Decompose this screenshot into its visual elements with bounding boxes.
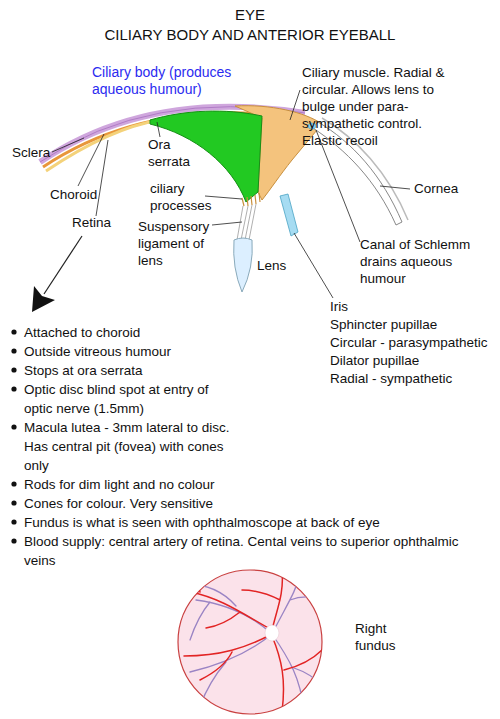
bullet-dot — [11, 519, 16, 524]
leader-line — [294, 233, 333, 298]
arrow-head — [32, 286, 55, 312]
bullet-dot — [11, 329, 16, 334]
title-text: EYE — [0, 6, 500, 23]
bullet-note: Attached to choroid — [24, 323, 140, 342]
leader-line — [96, 140, 108, 216]
bullet-dot — [11, 348, 16, 353]
lens-shape — [234, 238, 253, 292]
leader-line — [290, 90, 300, 120]
part-label: Iris — [330, 298, 348, 315]
part-label: Retina — [72, 214, 111, 231]
ciliary-processes — [242, 193, 260, 206]
bullet-dot — [11, 500, 16, 505]
bullet-note: Rods for dim light and no colour — [24, 475, 215, 494]
part-label: Sclera — [12, 144, 50, 161]
bullet-dot — [11, 481, 16, 486]
subtitle-text: CILIARY BODY AND ANTERIOR EYEBALL — [0, 26, 500, 43]
fundus-arteries — [184, 568, 322, 712]
part-note: Ciliary muscle. Radial & circular. Allow… — [302, 64, 462, 149]
part-note: Radial - sympathetic — [330, 370, 452, 387]
part-label: ciliary processes — [150, 180, 220, 214]
part-label: Suspensory ligament of lens — [138, 218, 228, 269]
fundus-label: Right fundus — [355, 620, 415, 654]
bullet-note: Cones for colour. Very sensitive — [24, 494, 213, 513]
bullet-note: Stops at ora serrata — [24, 361, 143, 380]
bullet-note: Macula lutea - 3mm lateral to disc. Has … — [24, 418, 239, 475]
bullet-dot — [11, 367, 16, 372]
part-label: Ora serrata — [148, 136, 203, 170]
part-label: Choroid — [50, 186, 97, 203]
optic-disc — [265, 625, 279, 641]
bullet-note: Optic disc blind spot at entry of optic … — [24, 380, 229, 418]
leader-line — [212, 222, 242, 225]
bullet-note: Fundus is what is seen with ophthalmosco… — [24, 513, 484, 532]
leader-line — [52, 138, 84, 152]
bullet-dot — [11, 386, 16, 391]
part-note: Canal of Schlemm drains aqueous humour — [360, 236, 485, 287]
iris-shape — [280, 194, 298, 236]
part-note: Circular - parasympathetic — [330, 334, 488, 351]
bullet-note: Outside vitreous humour — [24, 342, 171, 361]
leader-line — [157, 122, 160, 137]
part-label: Dilator pupillae — [330, 352, 419, 369]
bullet-note: Blood supply: central artery of retina. … — [24, 532, 464, 570]
part-label: Sphincter pupillae — [330, 316, 437, 333]
retina-layer — [46, 120, 160, 171]
part-label: Lens — [257, 257, 286, 274]
bullet-dot — [11, 538, 16, 543]
leader-line — [380, 186, 410, 189]
bullet-dot — [11, 424, 16, 429]
arrow-line — [44, 236, 82, 294]
leader-line — [78, 134, 104, 186]
part-label: Ciliary body (produces aqueous humour) — [92, 64, 257, 98]
part-label: Cornea — [414, 180, 458, 197]
